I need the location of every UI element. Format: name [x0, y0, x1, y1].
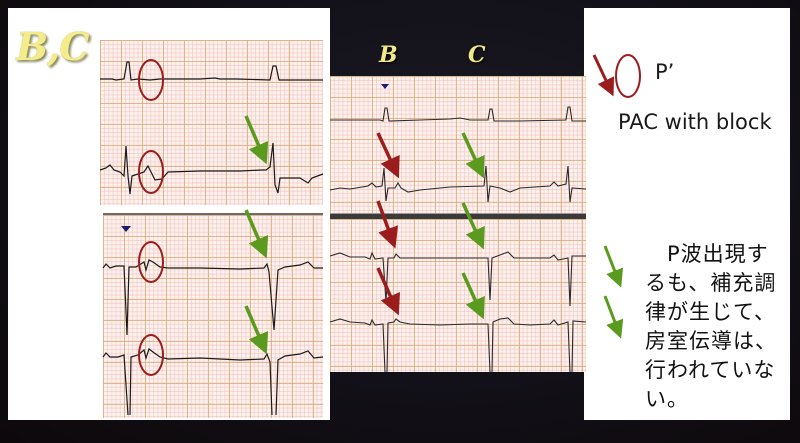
ecg-trace-left-top-lead1	[100, 61, 323, 81]
red-arrow-icon	[376, 267, 400, 316]
ecg-trace-left-top-lead2	[99, 142, 324, 195]
red-arrow-icon	[376, 132, 400, 179]
marker-triangle-icon	[121, 226, 131, 232]
slide-title: B,C	[16, 24, 90, 69]
legend-red-circle-icon	[615, 54, 641, 98]
red-circle-annotation	[138, 334, 164, 376]
ecg-strip-left-bottom	[103, 213, 323, 418]
legend-pac-with-block-label: PAC with block	[618, 110, 772, 134]
legend-green-arrow-icon	[603, 245, 624, 288]
red-circle-annotation	[138, 150, 164, 194]
green-arrow-icon	[461, 272, 485, 320]
legend-green-arrow-icon	[603, 295, 624, 339]
ecg-strip-middle-top	[330, 76, 586, 213]
green-arrow-icon	[461, 132, 485, 179]
ecg-strip-middle-bottom	[330, 219, 586, 372]
column-label-b: B	[379, 42, 398, 68]
ecg-trace-middle-bottom-lead2	[329, 317, 587, 373]
ecg-trace-middle-top-lead1	[330, 106, 586, 122]
column-label-c: C	[468, 42, 486, 68]
explanation-note: P波出現するも、補充調律が生じて、房室伝導は、行われていない。	[645, 242, 777, 411]
legend-p-prime-label: P’	[655, 60, 675, 84]
red-circle-annotation	[138, 59, 164, 101]
green-arrow-icon	[244, 115, 269, 165]
ecg-trace-middle-top-lead2	[329, 165, 587, 203]
legend-red-arrow-icon	[592, 54, 615, 97]
ecg-trace-left-bottom-lead1	[102, 259, 323, 336]
ecg-trace-middle-bottom-lead1	[329, 251, 586, 307]
green-arrow-icon	[244, 209, 269, 259]
marker-triangle-icon	[381, 84, 389, 89]
green-arrow-icon	[461, 202, 485, 250]
ecg-trace-left-bottom-lead2	[102, 348, 324, 416]
green-arrow-icon	[244, 305, 269, 355]
red-arrow-icon	[376, 200, 399, 249]
red-circle-annotation	[138, 241, 164, 283]
right-legend-panel	[584, 8, 790, 420]
